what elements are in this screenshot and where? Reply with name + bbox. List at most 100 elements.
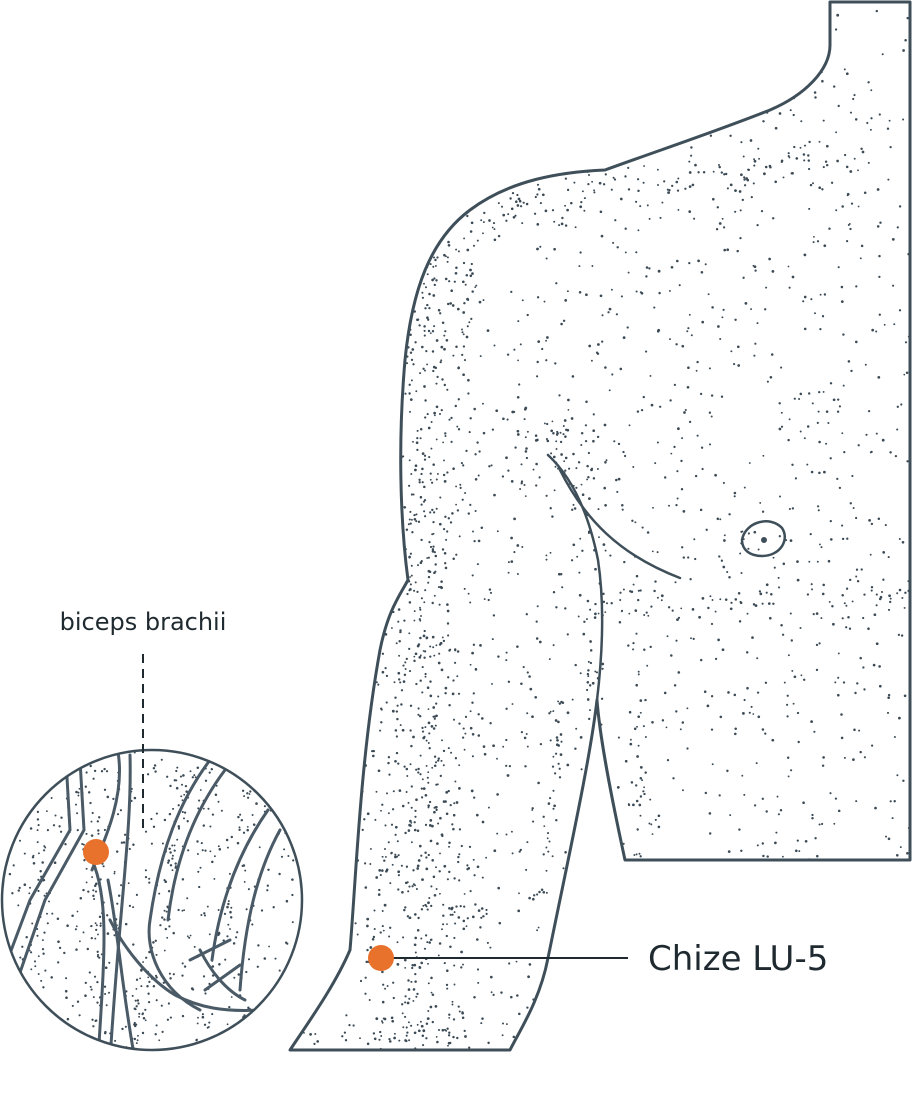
stipple-dot	[829, 538, 833, 541]
stipple-dot	[493, 238, 497, 242]
stipple-dot	[832, 622, 835, 626]
stipple-dot	[829, 457, 832, 460]
stipple-dot	[822, 119, 825, 122]
stipple-dot	[558, 394, 561, 397]
stipple-dot	[646, 204, 649, 207]
stipple-dot	[464, 283, 467, 286]
stipple-dot	[715, 228, 719, 231]
stipple-dot	[403, 296, 407, 299]
stipple-dot	[545, 257, 548, 260]
stipple-dot	[572, 503, 575, 506]
nipple-outline	[740, 520, 787, 558]
stipple-dot	[410, 785, 413, 788]
stipple-dot	[351, 390, 354, 393]
stipple-dot	[415, 682, 418, 686]
stipple-dot	[373, 623, 376, 626]
stipple-dot	[404, 906, 407, 909]
stipple-dot	[878, 275, 881, 279]
stipple-dot	[557, 744, 560, 747]
stipple-dot	[475, 51, 478, 54]
stipple-dot	[627, 166, 630, 169]
stipple-dot	[404, 995, 407, 998]
stipple-dot	[473, 874, 476, 877]
acupoint-marker-chize[interactable]	[368, 945, 394, 971]
inset-stipple-dot	[183, 793, 186, 796]
inset-stipple-dot	[217, 934, 220, 936]
stipple-dot	[688, 261, 691, 265]
stipple-dot	[506, 353, 510, 356]
stipple-dot	[723, 534, 726, 537]
stipple-dot	[464, 491, 467, 495]
stipple-dot	[441, 1028, 445, 1032]
stipple-dot	[677, 903, 681, 907]
inset-acupoint-marker[interactable]	[83, 839, 109, 865]
stipple-dot	[594, 1048, 597, 1050]
inset-stipple-dot	[133, 1023, 136, 1026]
inset-stipple-dot	[238, 826, 241, 829]
stipple-dot	[616, 490, 619, 493]
inset-stipple-dot	[132, 943, 135, 946]
stipple-dot	[474, 478, 478, 481]
stipple-dot	[454, 648, 457, 651]
stipple-dot	[661, 887, 665, 890]
stipple-dot	[800, 674, 803, 677]
stipple-dot	[520, 463, 523, 466]
stipple-dot	[348, 356, 352, 359]
stipple-dot	[432, 463, 435, 466]
stipple-dot	[447, 240, 450, 244]
stipple-dot	[666, 635, 669, 638]
stipple-dot	[446, 923, 448, 926]
stipple-dot	[734, 189, 737, 192]
stipple-dot	[429, 1005, 433, 1009]
stipple-dot	[372, 749, 375, 753]
stipple-dot	[426, 1017, 430, 1020]
inset-stipple-dot	[263, 957, 267, 960]
stipple-dot	[311, 991, 315, 994]
stipple-dot	[648, 217, 651, 220]
stipple-dot	[419, 1020, 422, 1023]
stipple-dot	[487, 1041, 490, 1045]
stipple-dot	[890, 906, 893, 910]
stipple-dot	[442, 527, 446, 531]
stipple-dot	[690, 146, 693, 149]
stipple-dot	[600, 234, 604, 238]
inset-stipple-dot	[189, 934, 192, 937]
stipple-dot	[519, 488, 522, 490]
stipple-dot	[416, 564, 420, 567]
inset-stipple-dot	[159, 924, 162, 927]
stipple-dot	[420, 1024, 424, 1028]
stipple-dot	[532, 820, 535, 823]
stipple-dot	[547, 9, 550, 12]
stipple-dot	[525, 733, 528, 735]
stipple-dot	[639, 589, 642, 592]
stipple-dot	[803, 144, 807, 147]
stipple-dot	[413, 655, 416, 658]
stipple-dot	[596, 435, 600, 439]
stipple-dot	[449, 803, 452, 807]
stipple-dot	[452, 813, 456, 817]
stipple-dot	[426, 908, 429, 911]
stipple-dot	[414, 652, 418, 656]
stipple-dot	[385, 251, 388, 254]
stipple-dot	[556, 430, 559, 433]
stipple-dot	[495, 409, 499, 413]
stipple-dot	[444, 434, 447, 438]
stipple-dot	[388, 557, 391, 560]
stipple-dot	[564, 469, 567, 472]
stipple-dot	[574, 226, 577, 229]
inset-stipple-dot	[41, 861, 44, 864]
stipple-dot	[549, 507, 552, 510]
stipple-dot	[429, 655, 432, 658]
stipple-dot	[854, 516, 858, 520]
stipple-dot	[600, 697, 604, 700]
stipple-dot	[470, 188, 473, 191]
stipple-dot	[432, 727, 436, 730]
inset-stipple-dot	[87, 791, 91, 794]
stipple-dot	[387, 288, 390, 291]
stipple-dot	[358, 633, 361, 637]
stipple-dot	[536, 375, 539, 378]
stipple-dot	[388, 525, 390, 528]
stipple-dot	[717, 88, 721, 91]
stipple-dot	[455, 503, 457, 506]
stipple-dot	[366, 659, 370, 663]
